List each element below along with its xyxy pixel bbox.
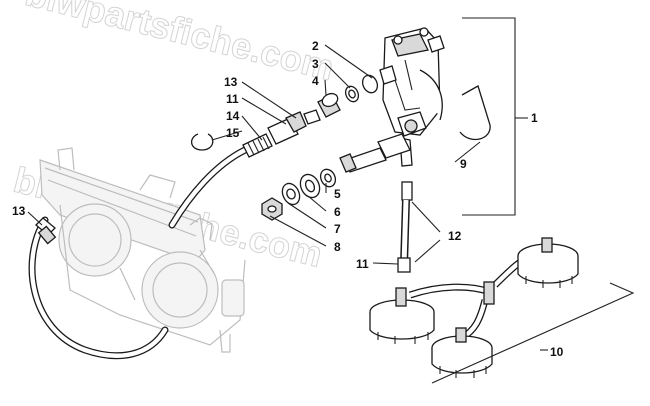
washer-part-5 bbox=[319, 168, 337, 188]
callout-13-left[interactable]: 13 bbox=[12, 204, 26, 218]
fitting-upper bbox=[242, 109, 321, 158]
callout-2[interactable]: 2 bbox=[312, 39, 319, 53]
fuel-distribution-assembly bbox=[369, 237, 579, 378]
callout-6[interactable]: 6 bbox=[334, 205, 341, 219]
callout-15[interactable]: 15 bbox=[226, 126, 240, 140]
callout-14[interactable]: 14 bbox=[226, 109, 240, 123]
callout-3[interactable]: 3 bbox=[312, 57, 319, 71]
callout-13-upper[interactable]: 13 bbox=[224, 75, 238, 89]
callout-10[interactable]: 10 bbox=[550, 345, 564, 359]
fuel-pump-body bbox=[379, 27, 445, 167]
fuel-hose-part-12 bbox=[397, 181, 413, 273]
callout-9[interactable]: 9 bbox=[460, 157, 467, 171]
fitting-part-4 bbox=[317, 92, 341, 118]
washer-part-7 bbox=[281, 182, 301, 206]
callout-4[interactable]: 4 bbox=[312, 74, 319, 88]
clip-part-15 bbox=[191, 133, 214, 151]
callout-11-lower[interactable]: 11 bbox=[356, 257, 369, 271]
hose-clamp-left bbox=[35, 217, 57, 245]
callout-5[interactable]: 5 bbox=[334, 187, 341, 201]
washer-part-6 bbox=[299, 173, 321, 199]
pump-outlet-fitting bbox=[339, 133, 411, 173]
callout-12[interactable]: 12 bbox=[448, 229, 462, 243]
clip-part-9 bbox=[459, 85, 491, 141]
callout-8[interactable]: 8 bbox=[334, 240, 341, 254]
callout-7[interactable]: 7 bbox=[334, 222, 341, 236]
washer-part-3 bbox=[344, 85, 360, 103]
nut-part-8 bbox=[261, 197, 283, 221]
oring-part-2 bbox=[361, 74, 379, 94]
callout-11-upper[interactable]: 11 bbox=[226, 92, 239, 106]
callout-1[interactable]: 1 bbox=[531, 111, 538, 125]
carburetor-assembly bbox=[39, 147, 246, 353]
fuel-line-left bbox=[28, 146, 249, 360]
leader-lines bbox=[27, 17, 635, 384]
callout-labels: 1 2 3 4 5 6 7 8 9 10 11 11 12 13 13 14 1… bbox=[12, 39, 564, 359]
watermark-text-1: blwpartsfiche.com bbox=[21, 0, 338, 88]
